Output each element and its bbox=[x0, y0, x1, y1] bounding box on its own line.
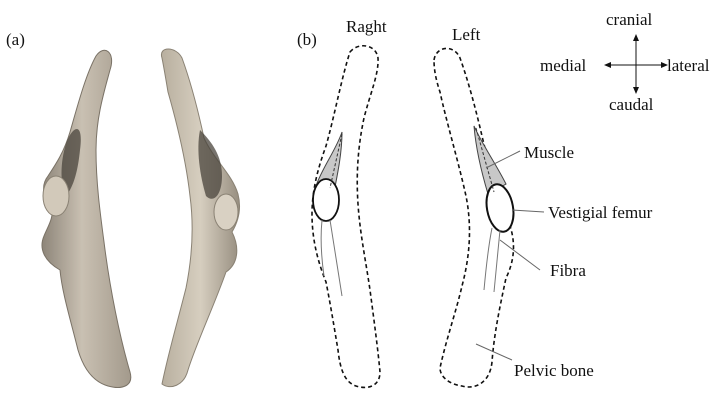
compass-lateral-label: lateral bbox=[667, 56, 710, 75]
compass-caudal-label: caudal bbox=[609, 95, 654, 114]
photo-bone-left-side bbox=[161, 49, 239, 387]
bone-silhouette-left bbox=[42, 50, 131, 387]
leader-fibra bbox=[500, 240, 540, 270]
drawing-left-side bbox=[434, 48, 517, 387]
side-label-left: Left bbox=[452, 25, 481, 44]
leader-vestigial-femur bbox=[512, 210, 544, 212]
drawing-right-side bbox=[312, 46, 380, 388]
panel-b-label: (b) bbox=[297, 30, 317, 49]
bone-knob-right bbox=[214, 194, 238, 230]
vestigial-femur-right bbox=[313, 179, 339, 221]
fibra-right-2 bbox=[330, 220, 342, 296]
compass-arrowhead-left-icon bbox=[604, 62, 611, 68]
photo-bone-right-side bbox=[42, 50, 131, 387]
compass-arrowhead-up-icon bbox=[633, 34, 639, 41]
compass-cranial-label: cranial bbox=[606, 10, 653, 29]
compass-medial-label: medial bbox=[540, 56, 587, 75]
callout-vestigial-femur: Vestigial femur bbox=[548, 203, 653, 222]
compass-arrowhead-down-icon bbox=[633, 87, 639, 94]
fibra-left-1 bbox=[484, 228, 492, 290]
callout-fibra: Fibra bbox=[550, 261, 586, 280]
fibra-left-2 bbox=[494, 230, 500, 292]
side-label-right: Raght bbox=[346, 17, 387, 36]
leader-pelvic-bone bbox=[476, 344, 512, 360]
panel-a-label: (a) bbox=[6, 30, 25, 49]
bone-knob-left bbox=[43, 176, 69, 216]
callout-muscle: Muscle bbox=[524, 143, 574, 162]
orientation-compass: cranial caudal medial lateral bbox=[540, 10, 710, 114]
callout-pelvic-bone: Pelvic bone bbox=[514, 361, 594, 380]
